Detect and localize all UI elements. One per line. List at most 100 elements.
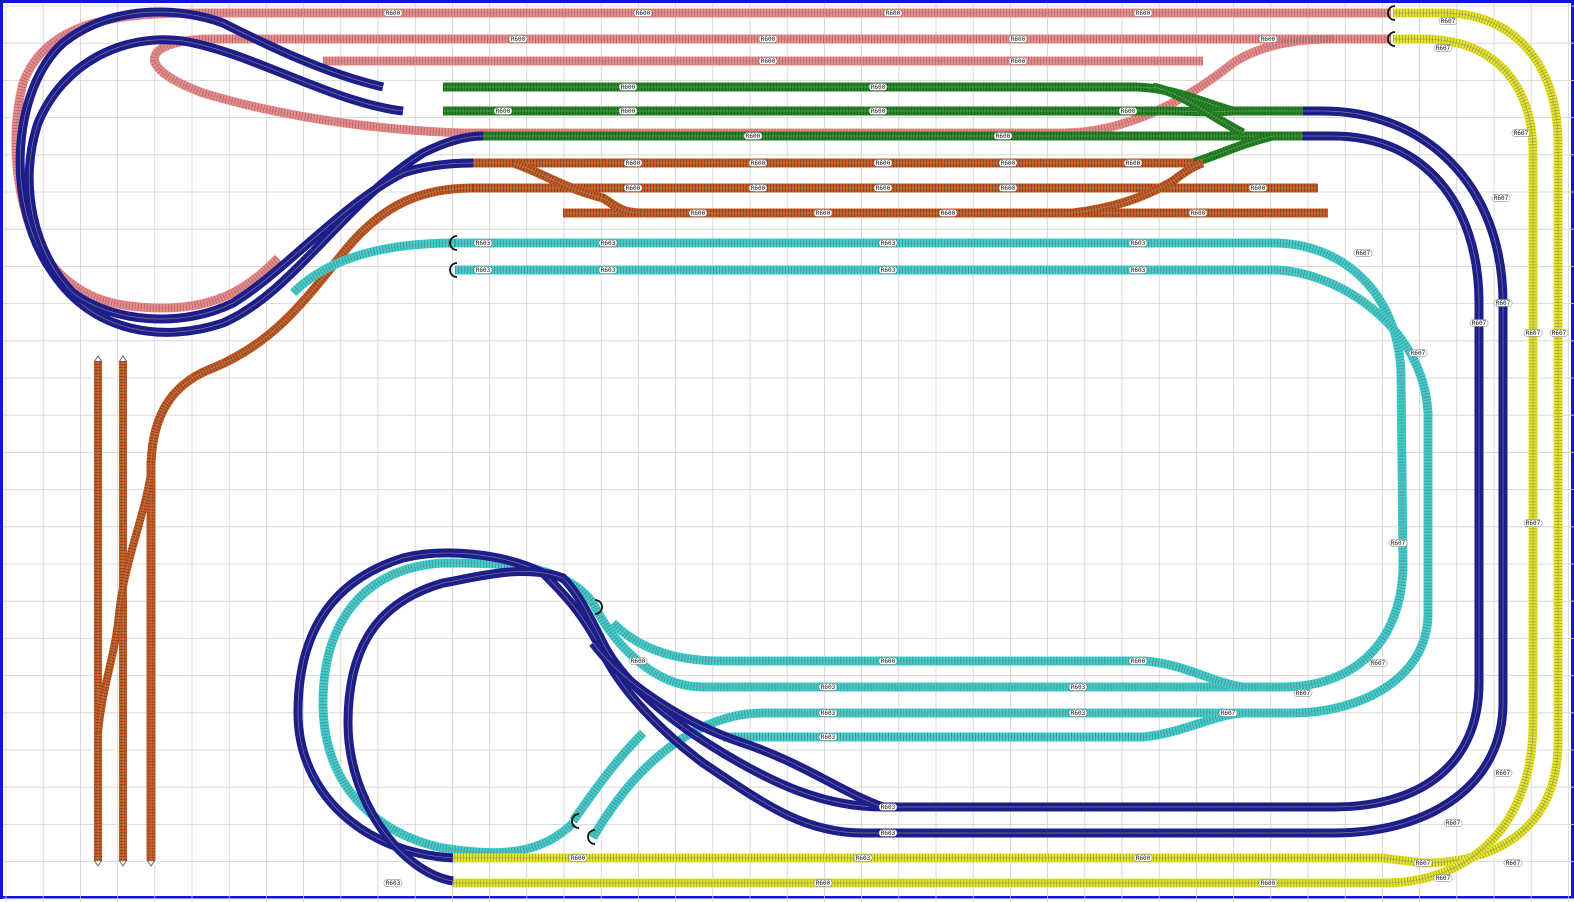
svg-text:R607: R607 — [1371, 660, 1386, 667]
track-piece-label: R603 — [473, 266, 493, 274]
track-piece-label: R607 — [1433, 44, 1453, 52]
svg-text:R607: R607 — [1391, 540, 1406, 547]
svg-text:R603: R603 — [476, 240, 491, 247]
svg-text:R600: R600 — [876, 185, 891, 192]
track-piece-label: R600 — [568, 854, 588, 862]
svg-text:R603: R603 — [881, 240, 896, 247]
green-track — [443, 106, 1234, 117]
buffer-stop-icon — [449, 235, 458, 251]
svg-text:R600: R600 — [621, 108, 636, 115]
svg-text:R600: R600 — [626, 185, 641, 192]
track-piece-label: R600 — [493, 107, 513, 115]
track-piece-label: R600 — [998, 159, 1018, 167]
svg-text:R603: R603 — [881, 830, 896, 837]
svg-text:R600: R600 — [751, 160, 766, 167]
svg-text:R600: R600 — [1251, 185, 1266, 192]
orange-track — [94, 472, 155, 734]
svg-text:R600: R600 — [751, 185, 766, 192]
track-piece-label: R607 — [1511, 129, 1531, 137]
track-piece-label: R607 — [1433, 874, 1453, 882]
track-piece-label: R603 — [1128, 239, 1148, 247]
svg-text:R600: R600 — [1131, 658, 1146, 665]
svg-text:R600: R600 — [761, 36, 776, 43]
track-piece-label: R600 — [748, 159, 768, 167]
track-piece-label: R600 — [993, 132, 1013, 140]
svg-text:R603: R603 — [856, 855, 871, 862]
svg-text:R600: R600 — [1001, 185, 1016, 192]
svg-text:R607: R607 — [1436, 45, 1451, 52]
yellow-track — [453, 34, 1538, 888]
track-piece-label: R603 — [853, 854, 873, 862]
track-piece-label: R600 — [623, 184, 643, 192]
track-piece-label: R603 — [383, 879, 403, 887]
track-piece-label: R600 — [633, 9, 653, 17]
svg-text:R607: R607 — [1494, 195, 1509, 202]
svg-text:R603: R603 — [1131, 267, 1146, 274]
buffer-stop-icon — [449, 262, 458, 278]
track-piece-label: R600 — [688, 209, 708, 217]
svg-text:R603: R603 — [601, 240, 616, 247]
track-piece-label: R600 — [758, 35, 778, 43]
svg-text:R603: R603 — [601, 267, 616, 274]
track-piece-label: R607 — [1413, 859, 1433, 867]
track-piece-label: R603 — [878, 829, 898, 837]
svg-text:R600: R600 — [871, 108, 886, 115]
track-piece-label: R603 — [1068, 709, 1088, 717]
svg-text:R607: R607 — [1446, 820, 1461, 827]
svg-text:R600: R600 — [761, 58, 776, 65]
track-piece-label: R603 — [598, 266, 618, 274]
svg-text:R600: R600 — [571, 855, 586, 862]
svg-text:R600: R600 — [636, 10, 651, 17]
buffer-stop-icon — [1387, 5, 1396, 21]
track-piece-label: R600 — [618, 83, 638, 91]
svg-text:R607: R607 — [1514, 130, 1529, 137]
svg-text:R600: R600 — [1261, 36, 1276, 43]
blue-track — [293, 106, 1508, 863]
svg-text:R600: R600 — [1191, 210, 1206, 217]
svg-text:R600: R600 — [881, 658, 896, 665]
track-piece-label: R603 — [878, 803, 898, 811]
track-piece-label: R600 — [1133, 9, 1153, 17]
svg-text:R607: R607 — [1356, 250, 1371, 257]
svg-text:R607: R607 — [1296, 690, 1311, 697]
orange-track — [146, 183, 474, 861]
track-piece-label: R607 — [1368, 659, 1388, 667]
svg-text:R607: R607 — [1411, 350, 1426, 357]
svg-text:R603: R603 — [1071, 684, 1086, 691]
orange-track — [1072, 158, 1205, 218]
track-piece-label: R607 — [1469, 319, 1489, 327]
svg-text:R603: R603 — [476, 267, 491, 274]
blue-track — [589, 640, 885, 812]
track-piece-label: R600 — [618, 107, 638, 115]
track-piece-label: R600 — [743, 132, 763, 140]
track-piece-label: R607 — [1408, 349, 1428, 357]
svg-text:R607: R607 — [1436, 875, 1451, 882]
track-piece-label: R603 — [473, 239, 493, 247]
track-piece-label: R600 — [878, 657, 898, 665]
track-piece-label: R600 — [1128, 657, 1148, 665]
svg-text:R600: R600 — [621, 84, 636, 91]
track-piece-label: R607 — [1503, 859, 1523, 867]
track-piece-label: R607 — [1438, 17, 1458, 25]
track-piece-label: R600 — [1248, 184, 1268, 192]
svg-text:R600: R600 — [631, 658, 646, 665]
track-piece-label: R600 — [1123, 159, 1143, 167]
svg-text:R600: R600 — [871, 84, 886, 91]
svg-text:R603: R603 — [821, 734, 836, 741]
svg-text:R600: R600 — [511, 36, 526, 43]
track-piece-label: R603 — [818, 683, 838, 691]
track-piece-label: R607 — [1523, 329, 1543, 337]
svg-text:R607: R607 — [1496, 300, 1511, 307]
buffer-stop-icon — [571, 813, 580, 829]
track-piece-label: R607 — [1353, 249, 1373, 257]
svg-text:R600: R600 — [691, 210, 706, 217]
track-piece-label: R600 — [813, 209, 833, 217]
track-end-icon — [93, 355, 103, 363]
track-piece-label: R600 — [873, 184, 893, 192]
svg-text:R600: R600 — [746, 133, 761, 140]
svg-text:R600: R600 — [1136, 10, 1151, 17]
track-piece-label: R600 — [1133, 854, 1153, 862]
svg-text:R600: R600 — [1136, 855, 1151, 862]
svg-text:R603: R603 — [881, 804, 896, 811]
buffer-stop-icon — [1387, 31, 1396, 47]
